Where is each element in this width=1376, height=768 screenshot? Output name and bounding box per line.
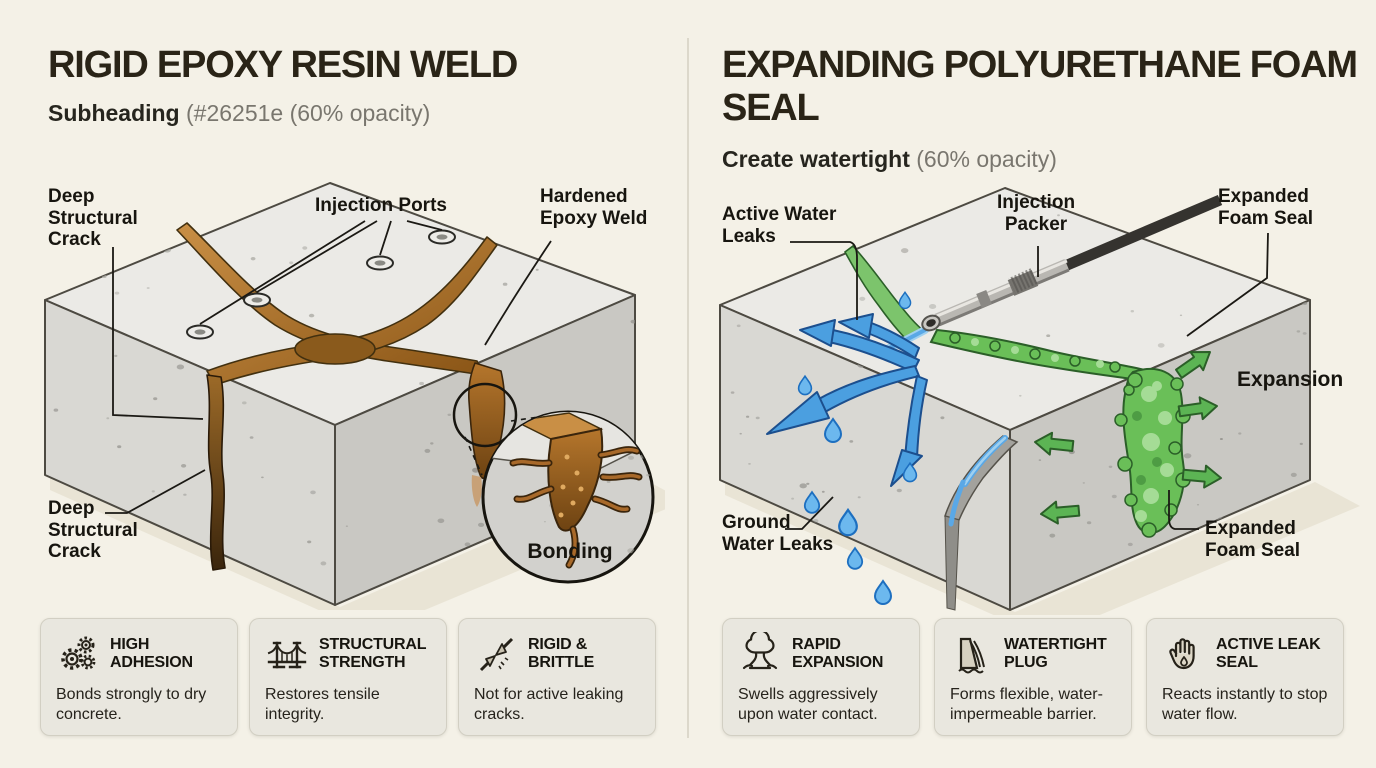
card-title: RIGID & BRITTLE [528,635,595,671]
label-hardened-epoxy-weld: Hardened Epoxy Weld [540,186,648,229]
card-description: Restores tensile integrity. [265,686,380,723]
expansion-cloud-icon [742,632,778,670]
left-cards-row: HIGH ADHESION Bonds strongly to dry conc… [40,618,656,736]
bridge-icon [267,641,307,669]
right-panel-title: EXPANDING POLYURETHANE FOAM SEAL [722,44,1358,129]
expanded-foam [929,328,1191,538]
label-expanded-foam-seal-top: Expanded Foam Seal [1218,186,1314,229]
subheading-bold: Subheading [48,100,180,126]
impact-arrows-icon [479,637,514,672]
card-title: HIGH ADHESION [110,635,193,671]
label-expanded-foam-seal-bottom: Expanded Foam Seal [1205,518,1301,561]
right-cards-row: RAPID EXPANSION Swells aggressively upon… [722,618,1344,736]
card-description: Bonds strongly to dry concrete. [56,686,207,723]
card-title: STRUCTURAL STRENGTH [319,635,427,671]
label-ground-water-leaks: Ground Water Leaks [722,512,834,555]
detail-source-ring [452,382,518,448]
card-active-leak-seal: ACTIVE LEAK SEAL Reacts instantly to sto… [1146,618,1344,736]
block-shadow [725,482,1360,615]
leaking-crack [944,435,1019,611]
water-arrows [766,313,928,487]
card-description: Not for active leaking cracks. [474,686,624,723]
left-panel-subheading: Subheading (#26251e (60% opacity) [48,100,430,127]
label-deep-structural-crack-bottom: Deep Structural Crack [48,498,138,563]
leader-lines [785,232,1269,530]
water-droplets [797,291,918,605]
card-rapid-expansion: RAPID EXPANSION Swells aggressively upon… [722,618,920,736]
epoxy-crack-weld [176,222,506,571]
panel-divider [687,38,689,738]
subheading-bold: Create watertight [722,146,910,172]
injection-ports [186,229,456,340]
card-description: Forms flexible, water-impermeable barrie… [950,686,1103,723]
card-structural-strength: STRUCTURAL STRENGTH Restores tensile int… [249,618,447,736]
leader-lines [105,220,552,514]
card-description: Reacts instantly to stop water flow. [1162,686,1328,723]
card-high-adhesion: HIGH ADHESION Bonds strongly to dry conc… [40,618,238,736]
label-deep-structural-crack-top: Deep Structural Crack [48,186,138,251]
label-injection-packer: Injection Packer [996,192,1076,235]
epoxy-diagram [44,182,665,610]
card-description: Swells aggressively upon water contact. [738,686,878,723]
hand-drop-icon [1169,638,1195,670]
subheading-rest: (#26251e (60% opacity) [179,100,431,126]
subheading-rest: (60% opacity) [909,146,1057,172]
bonding-magnifier [481,410,655,584]
left-panel-title: RIGID EPOXY RESIN WELD [48,44,518,86]
right-panel-subheading: Create watertight (60% opacity) [722,146,1057,173]
label-injection-ports: Injection Ports [315,195,447,216]
card-title: ACTIVE LEAK SEAL [1216,635,1321,671]
gears-icon [61,636,96,670]
card-title: RAPID EXPANSION [792,635,884,671]
label-bonding: Bonding [527,540,613,563]
label-expansion: Expansion [1237,368,1344,391]
label-active-water-leaks: Active Water Leaks [722,204,837,247]
foam-diagram [719,187,1360,615]
expansion-arrows [1034,351,1222,525]
card-watertight-plug: WATERTIGHT PLUG Forms flexible, water-im… [934,618,1132,736]
card-rigid-brittle: RIGID & BRITTLE Not for active leaking c… [458,618,656,736]
injection-packer-rod [921,194,1223,332]
dam-icon [958,637,985,674]
card-title: WATERTIGHT PLUG [1004,635,1107,671]
